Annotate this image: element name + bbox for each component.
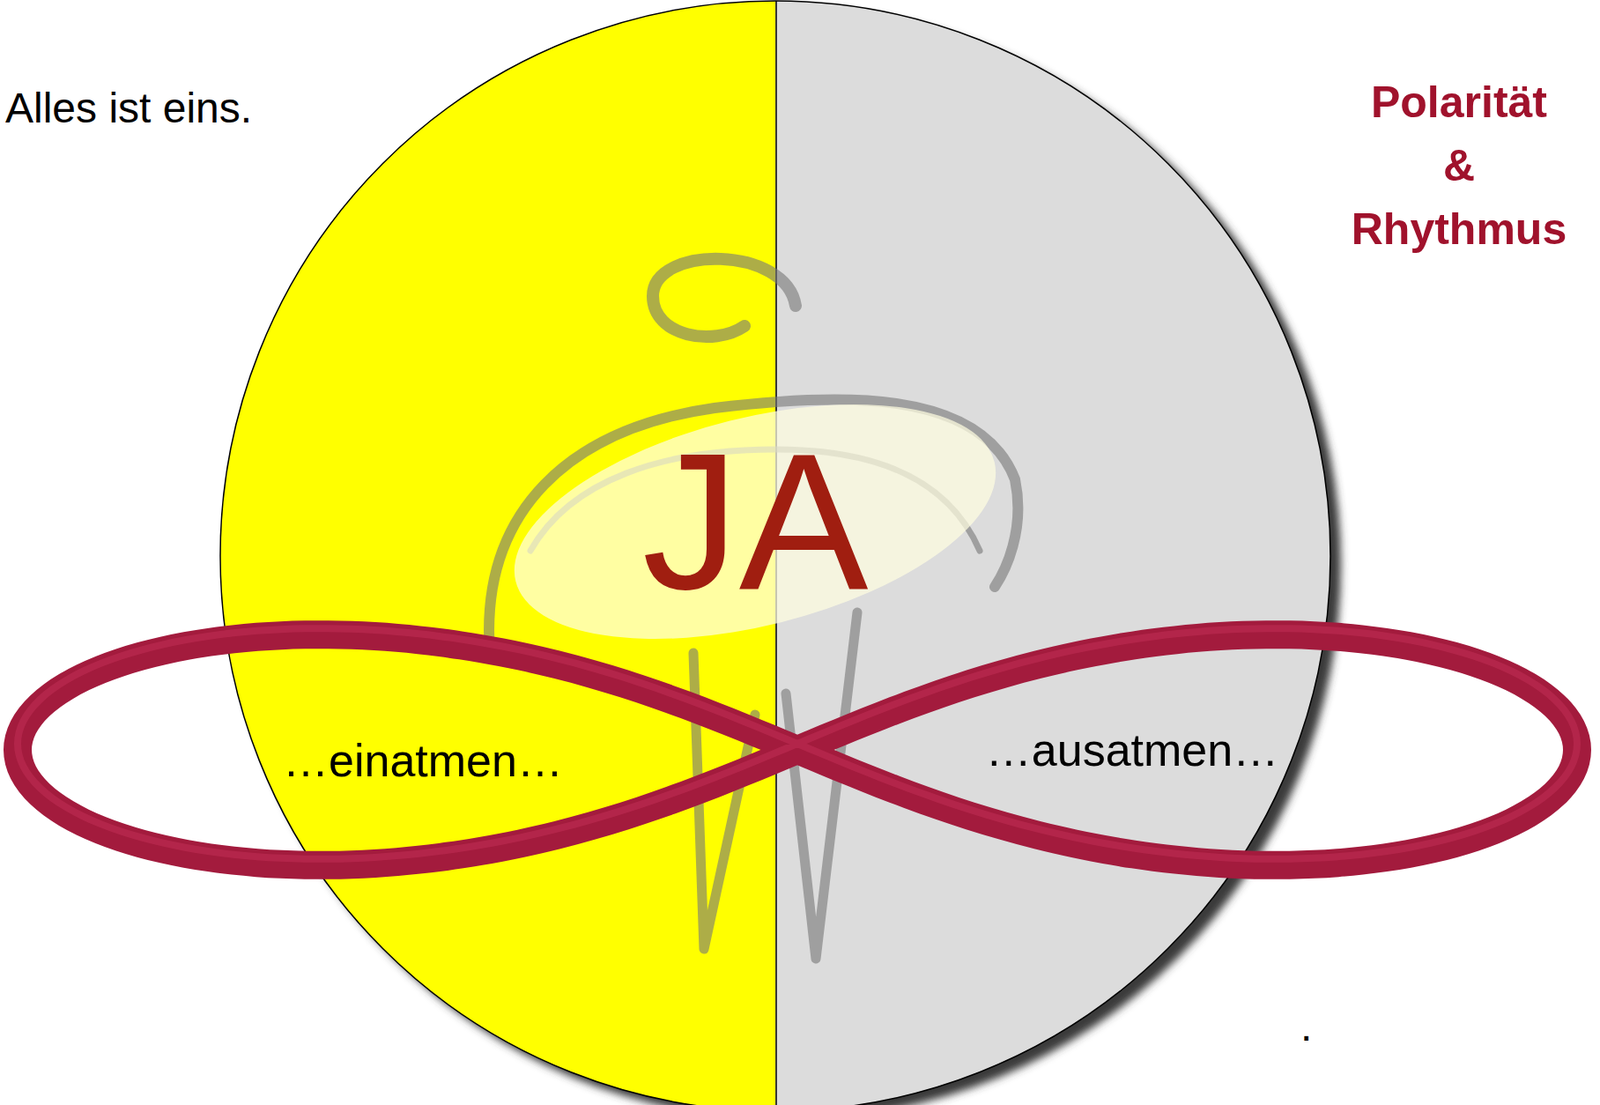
- infinity-highlight: [17, 628, 1578, 860]
- dot-mark: .: [1300, 1000, 1312, 1052]
- title-note: Polarität & Rhythmus: [1351, 70, 1567, 261]
- infinity-stroke: [17, 634, 1578, 866]
- infinity-loop: …einatmen…: [269, 729, 577, 792]
- ja-ellipse: JA: [508, 417, 1002, 626]
- figure-head: [652, 259, 796, 337]
- node-text: …einatmen…: [282, 737, 563, 784]
- infinity-loop: …ausatmen…: [972, 718, 1292, 781]
- heading-note: Alles ist eins.: [5, 82, 252, 134]
- infinity-sign: [17, 628, 1578, 866]
- ellipse-fill: [490, 361, 1020, 682]
- circle-outline: [220, 0, 1331, 1105]
- node-text: …ausatmen…: [985, 726, 1279, 773]
- figure-leg: [785, 612, 858, 959]
- node-text: JA: [642, 424, 869, 619]
